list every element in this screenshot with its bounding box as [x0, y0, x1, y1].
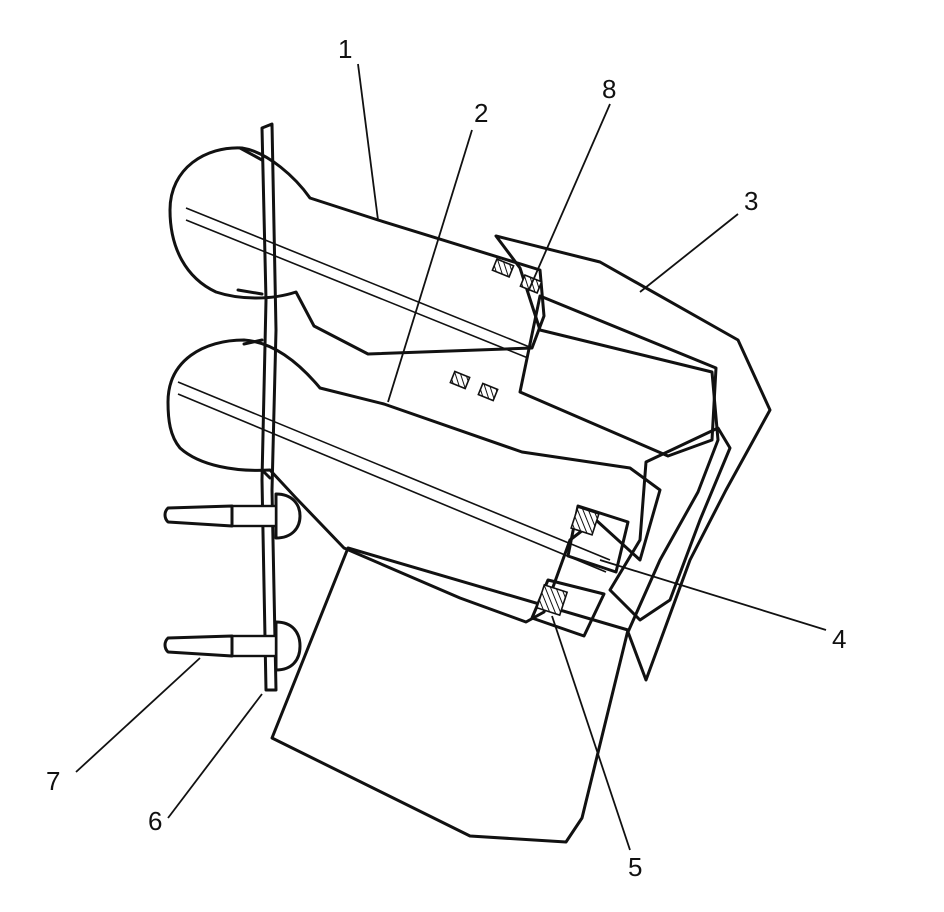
callout-4: 4	[832, 624, 846, 654]
callout-6: 6	[148, 806, 162, 836]
callout-3: 3	[744, 186, 758, 216]
callout-7: 7	[46, 766, 60, 796]
pin-1-body	[168, 146, 546, 356]
callout-8: 8	[602, 74, 616, 104]
callout-5: 5	[628, 852, 642, 882]
callout-1: 1	[338, 34, 352, 64]
callout-2: 2	[474, 98, 488, 128]
bolt-lower	[163, 620, 302, 672]
clip-8d	[477, 382, 499, 402]
housing-3	[494, 234, 772, 682]
clip-8a	[491, 258, 515, 278]
spring-upper	[570, 506, 600, 536]
housing-opening	[518, 294, 718, 458]
leader-lines	[75, 63, 827, 851]
mounting-plate-6	[260, 122, 278, 692]
clip-8c	[449, 370, 471, 390]
pin-2-body	[166, 338, 662, 624]
spring-lower	[535, 583, 569, 617]
conical-insert	[608, 426, 732, 622]
bolt-upper	[163, 492, 302, 540]
insert-4	[566, 504, 630, 574]
